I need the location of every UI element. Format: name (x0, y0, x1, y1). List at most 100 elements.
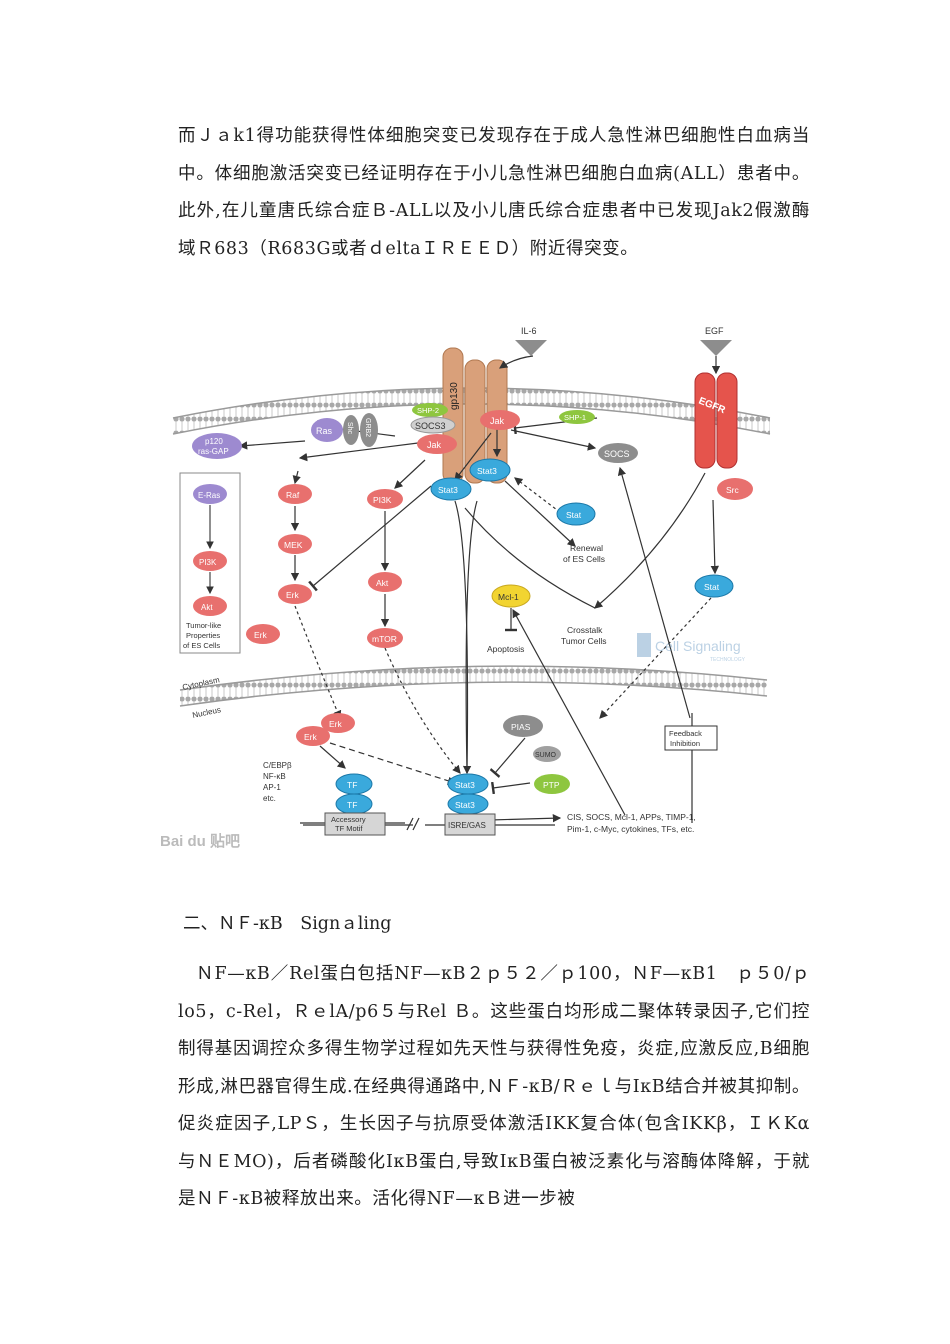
node-mcl1: Mcl-1 (491, 584, 531, 608)
accessory-label-1: Accessory (331, 815, 366, 824)
node-tf2: TF (335, 793, 373, 815)
stat3-b-label: Stat3 (477, 466, 497, 476)
p120-label-2: ras-GAP (198, 447, 229, 456)
tf-list-2: NF-κB (263, 772, 286, 781)
renewal-label-1: Renewal (570, 543, 603, 553)
intro-paragraph: 而Ｊａk1得功能获得性体细胞突变已发现存在于成人急性淋巴细胞性白血病当中。体细胞… (178, 118, 810, 268)
node-tf1: TF (335, 773, 373, 795)
tumor-like-label-3: of ES Cells (183, 641, 220, 650)
targets-label-1: CIS, SOCS, Mcl-1, APPs, TIMP-1, (567, 812, 696, 822)
node-jak-left: Jak (417, 434, 457, 454)
node-socs: SOCS (598, 443, 638, 463)
p120-label-1: p120 (205, 437, 223, 446)
nuclear-membrane (179, 665, 768, 707)
cell-signaling-watermark: Cell Signaling TECHNOLOGY (637, 633, 746, 663)
intro-paragraph-text: 而Ｊａk1得功能获得性体细胞突变已发现存在于成人急性淋巴细胞性白血病当中。体细胞… (178, 126, 810, 259)
watermark-sub-label: TECHNOLOGY (710, 657, 746, 663)
targets-label-2: Pim-1, c-Myc, cytokines, TFs, etc. (567, 824, 694, 834)
node-erk-n1: Erk (321, 713, 355, 733)
node-stat3-n1: Stat3 (447, 773, 489, 795)
erk-label: Erk (286, 590, 300, 600)
ras-label: Ras (316, 426, 333, 436)
sumo-label: SUMO (535, 752, 557, 759)
node-shp1: SHP-1 (559, 410, 595, 424)
mek-label: MEK (284, 540, 303, 550)
node-akt-box: Akt (193, 596, 227, 616)
apoptosis-label: Apoptosis (487, 644, 524, 654)
accessory-label-2: TF Motif (335, 824, 363, 833)
jak-stat-pathway-diagram: IL-6 EGF gp130 EGFR (160, 326, 771, 850)
node-pi3k-box: PI3K (193, 551, 227, 571)
mcl1-label: Mcl-1 (498, 592, 519, 602)
stat-mid-label: Stat (566, 510, 582, 520)
socs3-label: SOCS3 (415, 421, 446, 431)
stat3-a-label: Stat3 (438, 485, 458, 495)
stat-right-label: Stat (704, 582, 720, 592)
node-mek: MEK (278, 534, 312, 554)
eras-label: E-Ras (198, 491, 220, 500)
node-akt: Akt (368, 572, 402, 592)
node-src: Src (717, 478, 753, 500)
node-sumo: SUMO (533, 746, 561, 762)
jak-right-label: Jak (490, 416, 505, 426)
nfkb-paragraph: ＮF—κB／Rel蛋白包括NF—κB２ｐ５２／ｐ100，ＮF—κB1 ｐ５0/ｐ… (178, 956, 810, 1219)
src-label: Src (726, 485, 740, 495)
egfr-receptor (694, 372, 738, 469)
node-stat3-n2: Stat3 (447, 793, 489, 815)
isre-box (444, 813, 496, 836)
node-pias: PIAS (503, 715, 543, 737)
egf-label: EGF (705, 326, 724, 336)
accessory-box (324, 812, 386, 836)
pi3k-label: PI3K (373, 495, 392, 505)
akt-label: Akt (376, 578, 389, 588)
nucleus-label: Nucleus (192, 705, 222, 720)
gp130-label: gp130 (449, 382, 460, 410)
node-shp2: SHP-2 (412, 403, 448, 417)
node-mtor: mTOR (367, 628, 403, 648)
shp2-label: SHP-2 (417, 406, 439, 415)
isre-label: ISRE/GAS (448, 821, 486, 830)
stat3-n2-label: Stat3 (455, 800, 475, 810)
tumor-like-label-1: Tumor-like (186, 621, 221, 630)
node-pi3k: PI3K (367, 489, 403, 509)
baidu-watermark: Bai du 贴吧 (160, 832, 240, 850)
pi3k-box-label: PI3K (199, 558, 217, 567)
ptp-label: PTP (543, 780, 560, 790)
feedback-label-2: Inhibition (670, 739, 700, 748)
node-ptp: PTP (534, 774, 570, 794)
tumor-like-label-2: Properties (186, 631, 220, 640)
node-grb2: GRB2 (360, 413, 378, 447)
grb2-label: GRB2 (364, 418, 371, 437)
node-eras: E-Ras (193, 484, 227, 504)
tf1-label: TF (347, 780, 357, 790)
jak-left-label: Jak (427, 440, 442, 450)
tf-list-4: etc. (263, 794, 276, 803)
erk-left-label: Erk (254, 630, 268, 640)
section-heading: 二、ＮＦ-κB Signａling (183, 914, 392, 934)
raf-label: Raf (286, 490, 300, 500)
erk-n1-label: Erk (329, 719, 343, 729)
feedback-box (664, 725, 718, 751)
erk-n2-label: Erk (304, 732, 318, 742)
tf-list-3: AP-1 (263, 783, 281, 792)
node-shc: Shc (343, 415, 359, 445)
feedback-label-1: Feedback (669, 729, 702, 738)
node-socs3: SOCS3 (410, 416, 456, 434)
tf2-label: TF (347, 800, 357, 810)
dna-strand (303, 817, 555, 831)
node-stat3-b: Stat3 (469, 458, 511, 482)
shc-label: Shc (346, 422, 353, 435)
crosstalk-label-1: Crosstalk (567, 625, 603, 635)
node-stat3-a: Stat3 (430, 477, 472, 501)
node-jak-right: Jak (480, 410, 520, 430)
shp1-label: SHP-1 (564, 413, 586, 422)
pias-label: PIAS (511, 722, 531, 732)
node-erk-left: Erk (246, 624, 280, 644)
socs-label: SOCS (604, 449, 630, 459)
node-stat-right: Stat (694, 574, 734, 598)
node-raf: Raf (278, 484, 312, 504)
node-stat-mid: Stat (556, 502, 596, 526)
nfkb-paragraph-text: ＮF—κB／Rel蛋白包括NF—κB２ｐ５２／ｐ100，ＮF—κB1 ｐ５0/ｐ… (178, 964, 811, 1209)
mtor-label: mTOR (372, 634, 397, 644)
